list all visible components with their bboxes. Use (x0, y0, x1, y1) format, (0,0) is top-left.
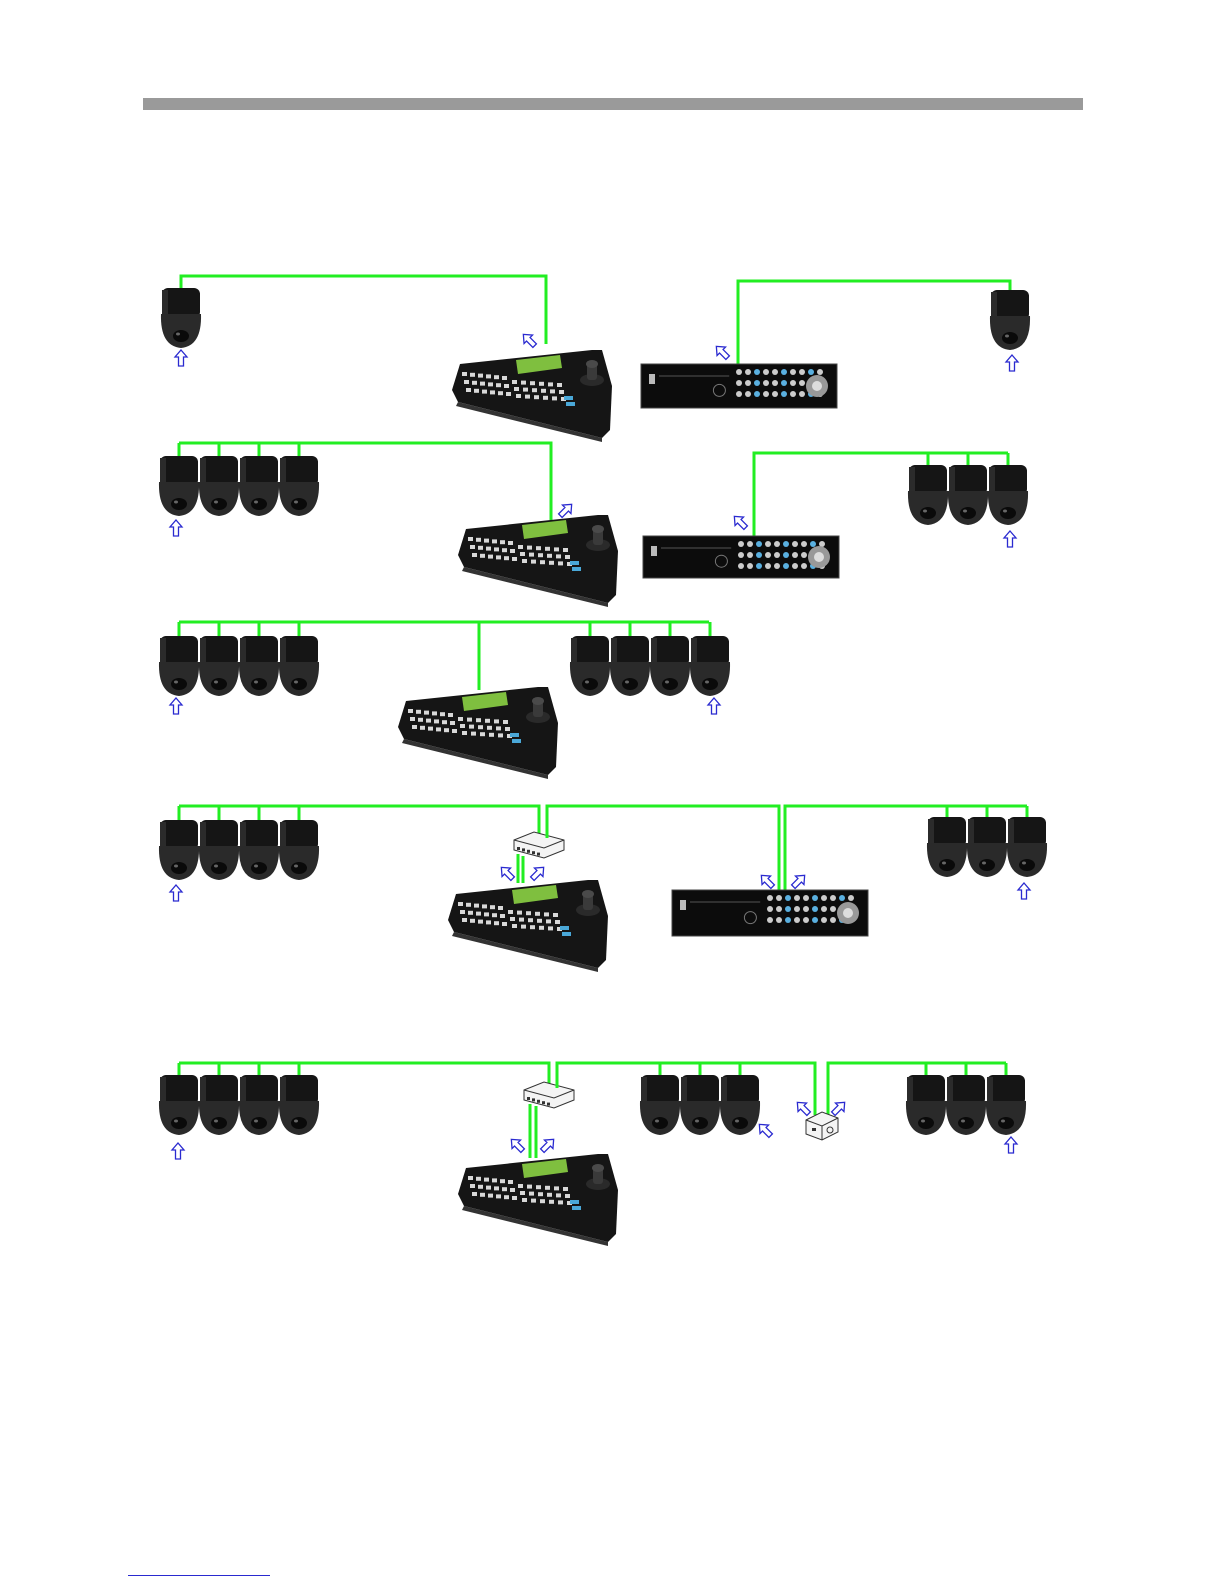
ptz-dome-camera-icon (690, 636, 730, 696)
ptz-dome-camera-icon (199, 1075, 239, 1135)
blue-outline-arrow-icon (172, 1143, 184, 1159)
ptz-dome-camera-icon (990, 290, 1030, 350)
ptz-dome-camera-icon (279, 636, 319, 696)
ptz-dome-camera-icon (279, 456, 319, 516)
blue-outline-arrow-icon (755, 1120, 775, 1140)
ptz-dome-camera-icon (640, 1075, 680, 1135)
control-keyboard-icon (452, 350, 612, 442)
footer-link-underline (128, 1575, 270, 1576)
control-keyboard-icon (458, 1154, 618, 1246)
ptz-dome-camera-icon (159, 820, 199, 880)
dvr-recorder-icon (641, 364, 837, 408)
dvr-recorder-icon (643, 536, 839, 578)
ptz-dome-camera-icon (159, 456, 199, 516)
ptz-dome-camera-icon (946, 1075, 986, 1135)
blue-outline-arrow-icon (1018, 883, 1030, 899)
blue-outline-arrow-icon (538, 1135, 558, 1155)
blue-outline-arrow-icon (497, 863, 517, 883)
blue-outline-arrow-icon (712, 342, 732, 362)
blue-outline-arrow-icon (793, 1098, 813, 1118)
blue-outline-arrow-icon (519, 330, 539, 350)
ptz-dome-camera-icon (279, 1075, 319, 1135)
ptz-dome-camera-icon (967, 817, 1007, 877)
ptz-dome-camera-icon (239, 820, 279, 880)
ptz-dome-camera-icon (988, 465, 1028, 525)
blue-outline-arrow-icon (789, 871, 809, 891)
ptz-dome-camera-icon (570, 636, 610, 696)
blue-outline-arrow-icon (829, 1098, 849, 1118)
control-keyboard-icon (398, 687, 558, 779)
cable-line (738, 281, 1010, 366)
ptz-dome-camera-icon (159, 1075, 199, 1135)
ptz-dome-camera-icon (239, 636, 279, 696)
cable-line (547, 806, 779, 890)
ptz-dome-camera-icon (161, 288, 201, 348)
blue-outline-arrow-icon (170, 698, 182, 714)
ptz-dome-camera-icon (199, 456, 239, 516)
blue-outline-arrow-icon (528, 863, 548, 883)
ptz-dome-camera-icon (650, 636, 690, 696)
blue-outline-arrow-icon (1005, 1137, 1017, 1153)
ptz-dome-camera-icon (927, 817, 967, 877)
ptz-dome-camera-icon (199, 636, 239, 696)
ptz-dome-camera-icon (239, 456, 279, 516)
ptz-dome-camera-icon (908, 465, 948, 525)
converter-box-icon (806, 1112, 838, 1140)
ptz-dome-camera-icon (610, 636, 650, 696)
blue-outline-arrow-icon (1006, 355, 1018, 371)
control-keyboard-icon (458, 515, 618, 607)
blue-outline-arrow-icon (507, 1135, 527, 1155)
blue-outline-arrow-icon (1004, 531, 1016, 547)
ptz-dome-camera-icon (159, 636, 199, 696)
blue-outline-arrow-icon (730, 512, 750, 532)
ptz-dome-camera-icon (720, 1075, 760, 1135)
blue-outline-arrow-icon (708, 698, 720, 714)
ptz-dome-camera-icon (239, 1075, 279, 1135)
ptz-dome-camera-icon (680, 1075, 720, 1135)
blue-outline-arrow-icon (170, 520, 182, 536)
ptz-dome-camera-icon (199, 820, 239, 880)
ptz-dome-camera-icon (279, 820, 319, 880)
blue-outline-arrow-icon (757, 871, 777, 891)
dvr-recorder-icon (672, 890, 868, 936)
cable-line (181, 276, 546, 344)
network-hub-icon (514, 832, 564, 858)
ptz-dome-camera-icon (906, 1075, 946, 1135)
ptz-dome-camera-icon (986, 1075, 1026, 1135)
blue-outline-arrow-icon (170, 885, 182, 901)
ptz-dome-camera-icon (1007, 817, 1047, 877)
blue-outline-arrow-icon (556, 500, 576, 520)
ptz-dome-camera-icon (948, 465, 988, 525)
control-keyboard-icon (448, 880, 608, 972)
blue-outline-arrow-icon (175, 350, 187, 366)
